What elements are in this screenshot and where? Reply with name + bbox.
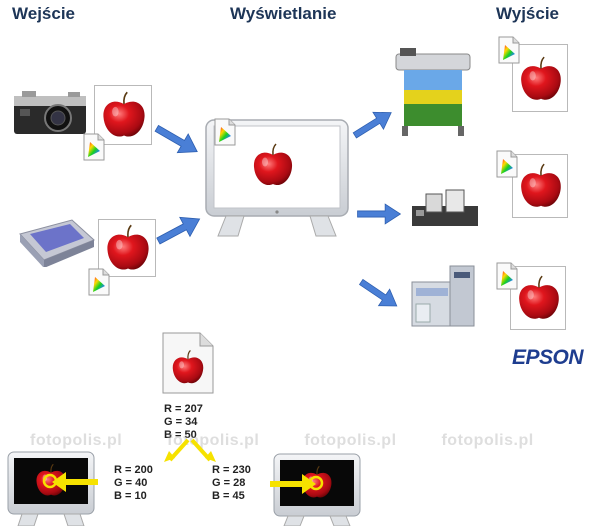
right-b-value: B = 45 [212,490,245,502]
epson-logo: EPSON [512,346,584,369]
input-photo-scanner [98,219,156,277]
right-r-value: R = 230 [212,464,251,476]
heading-display: Wyświetlanie [230,4,337,23]
source-g-value: G = 34 [164,416,198,428]
arrow-right-icon [356,202,402,226]
icc-profile-icon [83,133,105,161]
large-format-printer-icon [395,48,471,136]
left-b-value: B = 10 [114,490,147,502]
minilab-printer-icon [412,189,478,226]
watermark: fotopolis.pl fotopolis.pl fotopolis.pl f… [30,432,534,449]
arrow-right-icon [149,204,208,256]
icc-profile-icon [88,268,110,296]
left-r-value: R = 200 [114,464,153,476]
source-file-icon [162,332,214,394]
split-arrow-icon [164,438,216,462]
icc-profile-icon [498,36,520,64]
icc-profile-icon [496,150,518,178]
input-photo-camera [94,85,152,145]
source-b-value: B = 50 [164,429,197,441]
icc-profile-icon [496,262,518,290]
source-r-value: R = 207 [164,403,203,415]
arrow-right-icon [147,114,206,167]
photo-minilab-icon [411,265,475,327]
icc-profile-icon [214,118,236,146]
output-photo-1 [512,44,568,112]
scanner-icon [19,219,95,267]
heading-input: Wejście [12,4,76,23]
output-photo-2 [512,154,568,218]
arrow-right-icon [352,270,406,319]
output-photo-3 [510,266,566,330]
arrow-left-icon [52,472,98,492]
heading-output: Wyjście [496,4,560,23]
arrow-right-icon [270,474,316,494]
left-g-value: G = 40 [114,477,148,489]
camera-icon [14,91,86,134]
right-g-value: G = 28 [212,477,246,489]
